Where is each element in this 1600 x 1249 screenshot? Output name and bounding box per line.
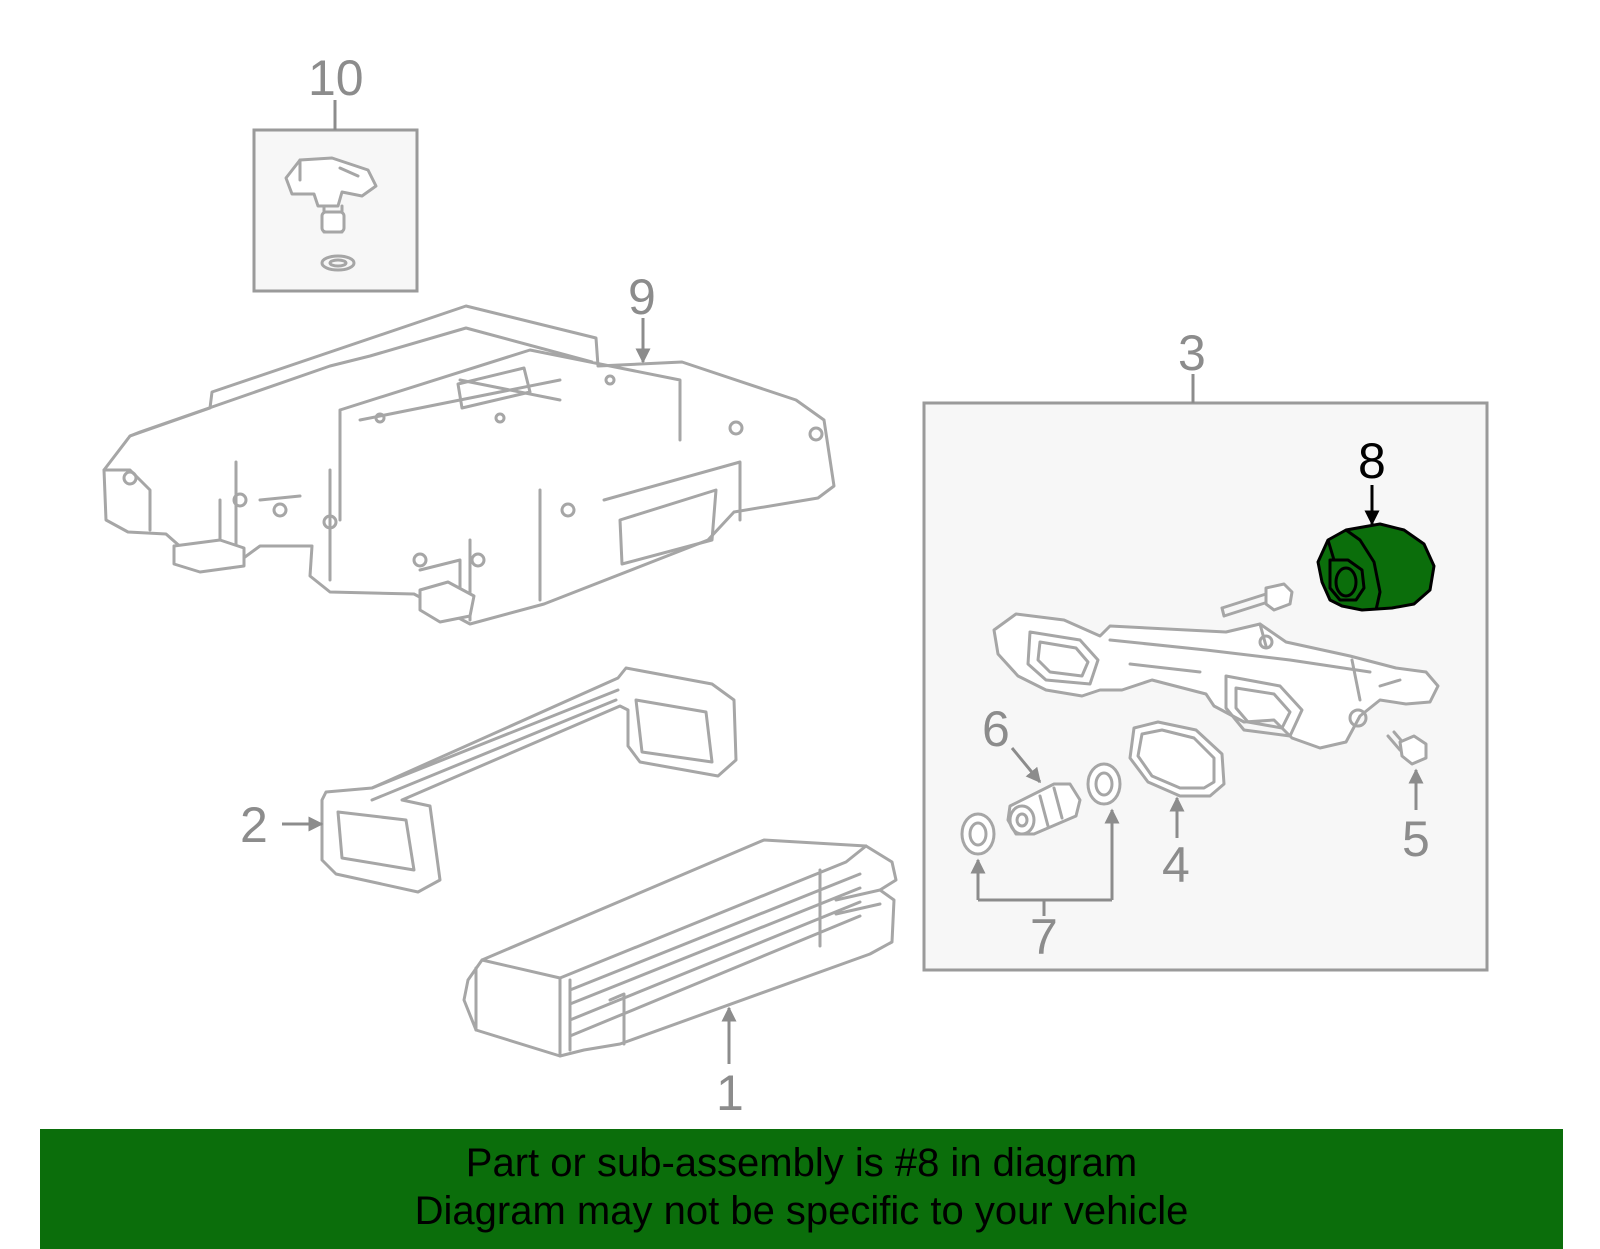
callout-7: 7 — [1030, 909, 1058, 965]
callout-1: 1 — [716, 1065, 744, 1121]
info-banner: Part or sub-assembly is #8 in diagram Di… — [40, 1129, 1563, 1249]
manifold — [992, 612, 1440, 750]
callout-9: 9 — [628, 269, 656, 325]
banner-line-2: Diagram may not be specific to your vehi… — [414, 1189, 1189, 1233]
part-10-group: 10 — [252, 50, 419, 293]
part-2-frame: 2 — [240, 666, 738, 894]
callout-6: 6 — [982, 701, 1010, 757]
banner-line-1: Part or sub-assembly is #8 in diagram — [465, 1141, 1138, 1185]
callout-8: 8 — [1358, 433, 1386, 489]
callout-5: 5 — [1402, 811, 1430, 867]
part-6-sleeve: 6 — [982, 701, 1082, 836]
part-3-group: 3 8 4 — [922, 325, 1489, 972]
callout-3: 3 — [1178, 325, 1206, 381]
part-7-leader — [978, 898, 1112, 916]
bolt-icon — [1220, 582, 1294, 618]
part-6-leader — [1010, 747, 1042, 784]
callout-4: 4 — [1162, 837, 1190, 893]
callout-2: 2 — [240, 797, 268, 853]
sensor-icon — [284, 156, 378, 272]
part-9-housing: 9 — [102, 269, 836, 626]
part-8-highlighted: 8 — [1316, 433, 1436, 612]
part-5-bolt: 5 — [1386, 730, 1430, 867]
callout-10: 10 — [308, 50, 364, 106]
part-4-gasket: 4 — [1128, 720, 1226, 893]
part-7-orings: 7 — [960, 762, 1122, 965]
part-1-cooler: 1 — [462, 838, 898, 1121]
